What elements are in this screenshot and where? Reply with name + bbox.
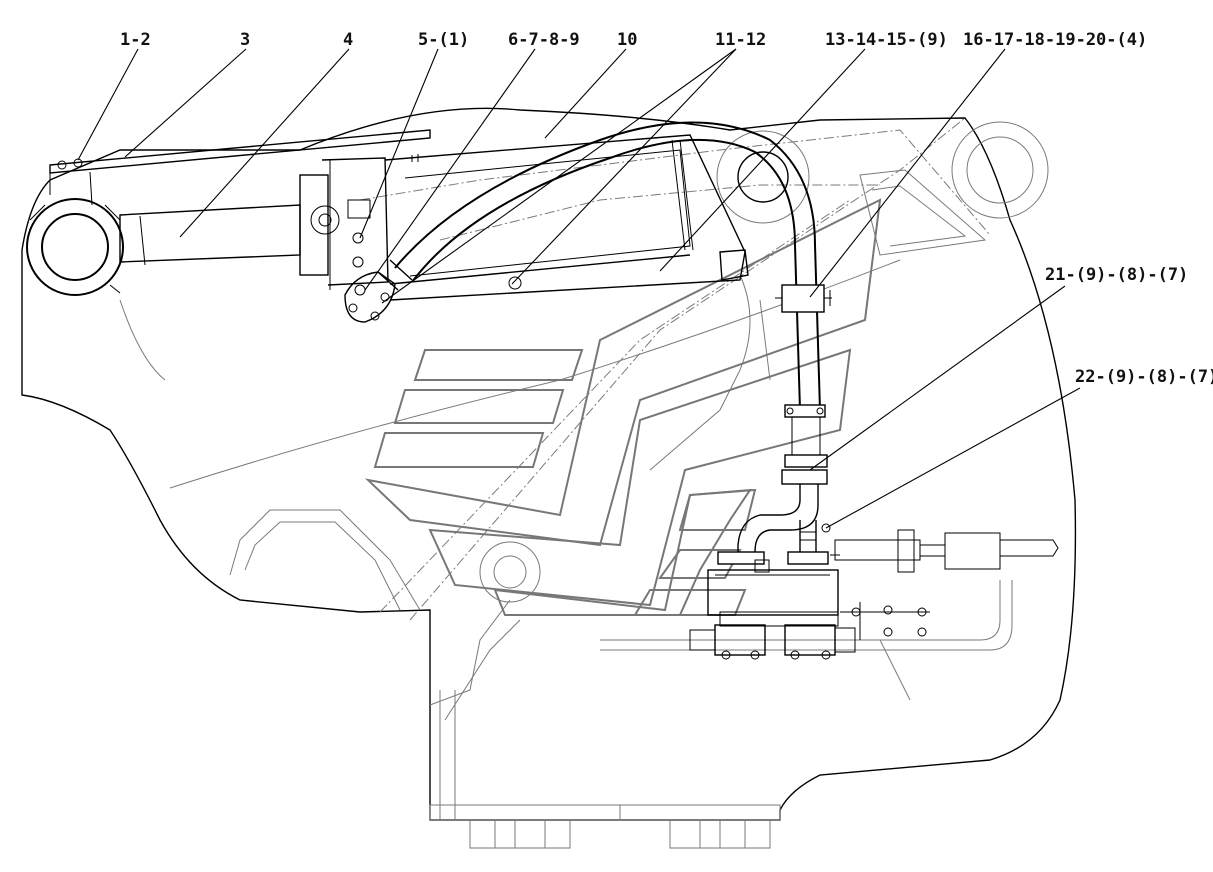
callout-6-7-8-9: 6-7-8-9 <box>508 30 580 50</box>
leader-lines <box>77 48 1081 529</box>
callout-21-9-8-7: 21-(9)-(8)-(7) <box>1045 265 1188 285</box>
hydraulic-hose <box>394 121 832 565</box>
leader-6-7-8-9 <box>364 48 536 291</box>
callout-3: 3 <box>240 30 250 50</box>
callout-16-20-4: 16-17-18-19-20-(4) <box>963 30 1147 50</box>
leader-10 <box>544 48 627 139</box>
callout-labels: 1-2 3 4 5-(1) 6-7-8-9 10 11-12 13-14-15-… <box>120 30 1213 387</box>
callout-13-14-15-9: 13-14-15-(9) <box>825 30 948 50</box>
callout-10: 10 <box>617 30 637 50</box>
leader-5 <box>359 48 439 239</box>
leader-21 <box>809 285 1066 471</box>
callout-11-12: 11-12 <box>715 30 766 50</box>
leader-1-2 <box>77 48 139 161</box>
leader-11-12-b <box>511 48 737 285</box>
callout-1-2: 1-2 <box>120 30 151 50</box>
callout-22-9-8-7: 22-(9)-(8)-(7) <box>1075 367 1213 387</box>
callout-5-1: 5-(1) <box>418 30 469 50</box>
leader-4 <box>179 48 350 238</box>
leader-16-20 <box>809 48 1006 298</box>
cylinder-assembly <box>26 129 749 323</box>
leader-22 <box>825 387 1081 529</box>
leader-11-12 <box>381 48 737 304</box>
leader-3 <box>124 48 247 158</box>
leader-13-14-15 <box>659 48 866 272</box>
valve-block <box>689 523 930 660</box>
callout-4: 4 <box>343 30 353 50</box>
